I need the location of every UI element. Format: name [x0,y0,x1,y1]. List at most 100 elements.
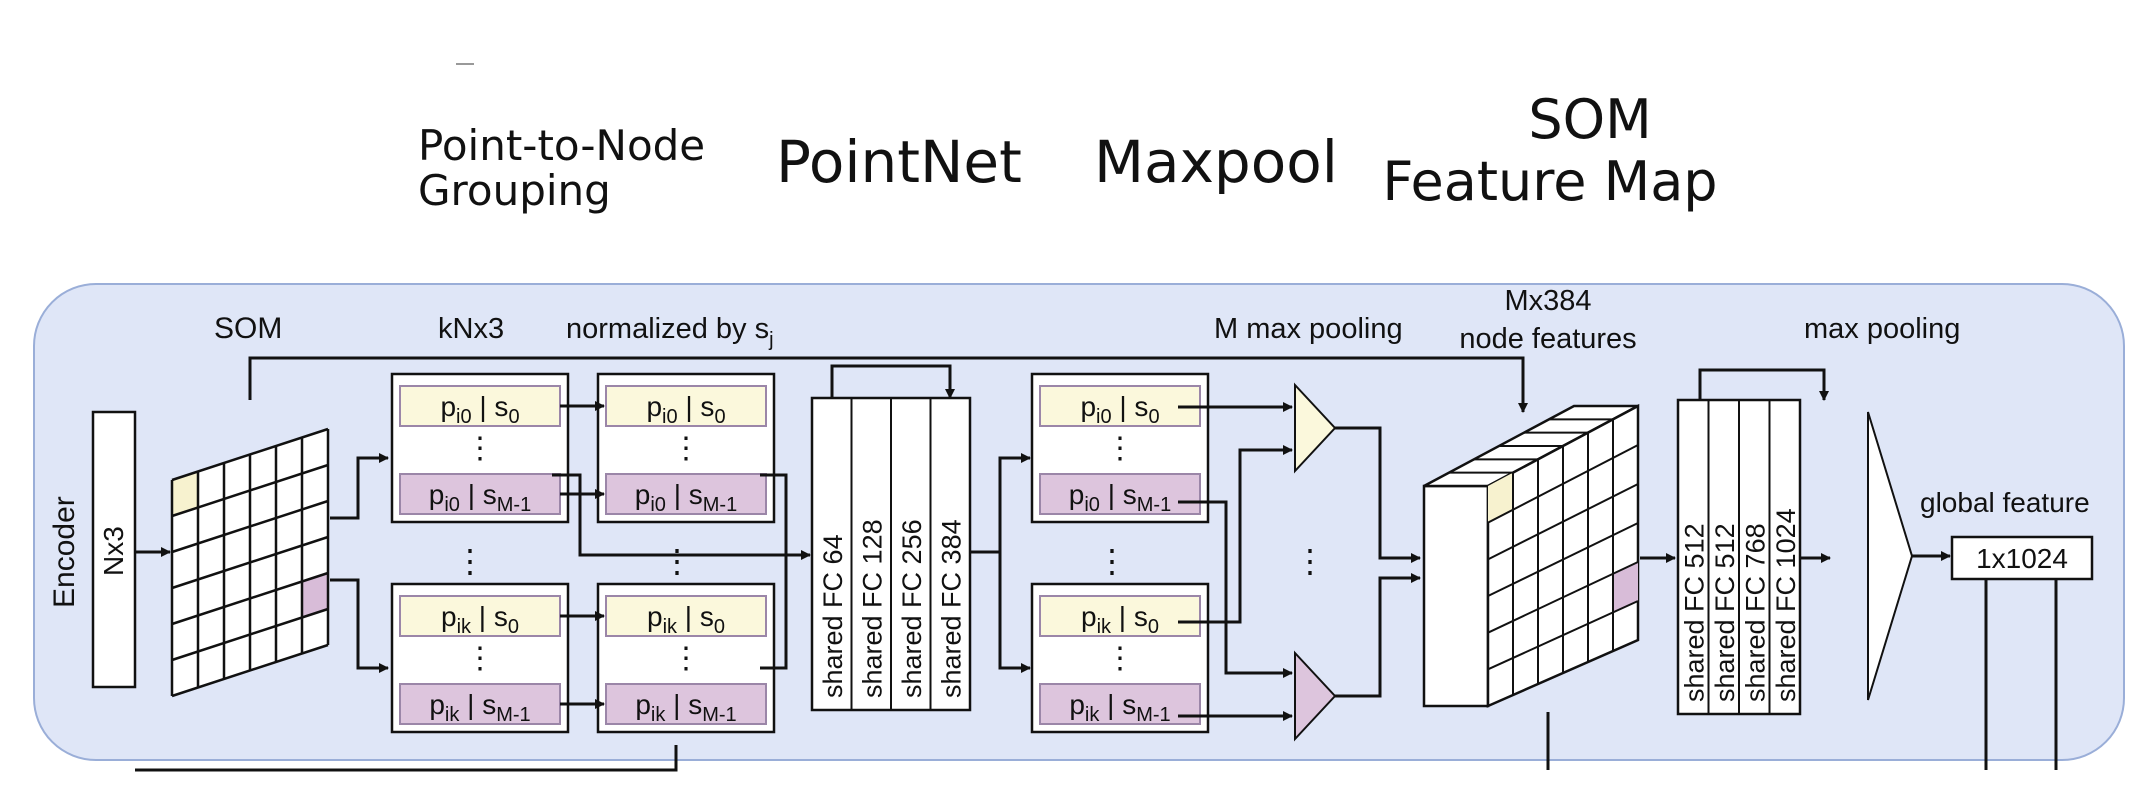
som-cell [302,537,328,582]
som-cell [276,509,302,554]
fmap-grid-line [1487,600,1639,671]
heading-grouping-line2: Grouping [418,166,611,215]
fc1-layer-3: shared FC 256 [897,519,927,698]
knx3-label: kNx3 [438,313,504,345]
max-pooling-label: max pooling [1804,313,1960,345]
cell-pn-pi0-s0: pi0 | s0 [1039,385,1201,428]
global-feature-label: global feature [1920,487,2090,518]
input-label: Nx3 [98,526,129,576]
som-cell [302,609,328,654]
global-feature-size: 1x1024 [1976,543,2068,574]
arrow-fc1-skip [830,364,955,399]
som-cell [224,490,250,535]
som-cell [276,473,302,518]
som-cell [198,499,224,544]
fc1-layer-4: shared FC 384 [936,519,966,698]
arrow-fc1-group-top [970,453,1031,554]
cell-pi0-s0: pi0 | s0 [399,385,561,428]
som-cell [224,598,250,643]
fc1-layer-1: shared FC 64 [818,534,848,698]
ellipsis-groups-c: ⋮ [1096,543,1128,579]
som-feature-map [1422,403,1640,708]
arrow-group-b-bottom [760,555,788,670]
som-cell [224,526,250,571]
som-cell [250,626,276,671]
fmap-grid-line [1487,522,1639,597]
cell-pn-pi0-s0-label: pi0 | s0 [1080,391,1159,428]
arrow-pool-bottom-1 [1178,500,1293,678]
cell-pik-s0-label: pik | s0 [441,601,519,638]
som-cell [250,554,276,599]
som-cell [198,571,224,616]
som-cell [198,643,224,688]
fc2-layer-4: shared FC 1024 [1771,508,1801,702]
cell-pn-pik-sm1: pik | sM-1 [1039,683,1201,726]
som-cell [198,607,224,652]
fmap-grid-line [1487,444,1639,524]
som-cell [172,543,198,588]
cell-pi0-sm1-box [399,473,561,515]
arrow-som-group-bottom [330,578,389,673]
som-cell-highlight-yellow [172,471,198,516]
grouping-blocks: ⋮ pi0 | s0 pi0 | sM-1 ⋮ pik | s0 pik | sM-1 ⋮ p… [390,372,1210,734]
ellipsis-maxpool: ⋮ [1294,543,1326,579]
som-cell [224,562,250,607]
som-grid [170,427,330,698]
input-box [91,410,137,689]
heading-som-line2: Feature Map [1382,150,1717,213]
som-cell [276,437,302,482]
cell-pn-pik-sm1-label: pik | sM-1 [1069,689,1170,726]
cell-norm-pi0-sm1: pi0 | sM-1 [605,473,767,516]
fmap-side [1422,484,1490,708]
som-cell [250,518,276,563]
cell-pn-pi0-s0-box [1039,385,1201,427]
arrow-pool-fmap-bottom [1335,573,1421,698]
fc1-layer-2: shared FC 128 [857,519,887,698]
cell-pi0-s0-box [399,385,561,427]
fc2-layer-2: shared FC 512 [1710,523,1740,702]
cell-pn-pi0-sm1: pi0 | sM-1 [1039,473,1201,516]
heading-pointnet: PointNet [776,128,1022,196]
fmap-cell-purple [1613,562,1638,613]
cell-norm-pi0-sm1-box [605,473,767,515]
fmap-grid-line [1487,483,1639,561]
group-b-top-ellipsis: ⋮ [671,432,701,465]
som-cell [224,454,250,499]
cell-pn-pik-s0-label: pik | s0 [1081,601,1159,638]
pointnet-fc-block: shared FC 64 shared FC 128 shared FC 256 sh… [810,396,972,712]
node-features-line1: Mx384 [1504,285,1591,317]
group-c-bottom-ellipsis: ⋮ [1105,642,1135,675]
som-cell [276,617,302,662]
m-max-pooling-label: M max pooling [1214,313,1403,345]
cell-pik-s0: pik | s0 [399,595,561,638]
arrow-group-a-top [552,473,808,557]
heading-som-line1: SOM [1528,88,1651,151]
som-cell [224,634,250,679]
som-cell [250,590,276,635]
global-feature-box [1950,535,2094,581]
heading-grouping-line1: Point-to-Node [418,121,705,170]
cell-pi0-s0-label: pi0 | s0 [440,391,519,428]
heading-maxpool: Maxpool [1094,128,1338,196]
arrow-som-group-top [330,453,389,520]
arrow-group-b-top [760,473,811,560]
fc2-layer-3: shared FC 768 [1740,523,1770,702]
som-cell [250,446,276,491]
som-label: SOM [214,312,282,345]
som-cell [172,615,198,660]
cell-pn-pik-s0-box [1039,595,1201,637]
fmap-grid-line [1487,561,1639,634]
cell-pi0-sm1: pi0 | sM-1 [399,473,561,516]
cell-pn-pi0-sm1-label: pi0 | sM-1 [1069,479,1171,516]
cell-norm-pik-s0: pik | s0 [605,595,767,638]
node-features-line2: node features [1459,323,1636,355]
som-cell [172,507,198,552]
arrow-fc1-group-bottom [998,552,1031,673]
arrow-pool-top-2 [1178,445,1293,624]
encoder-label: Encoder [48,496,81,608]
arrow-som-to-feature-map [248,356,1528,413]
fmap-cell-yellow [1488,472,1513,523]
cell-pi0-sm1-label: pi0 | sM-1 [429,479,531,516]
